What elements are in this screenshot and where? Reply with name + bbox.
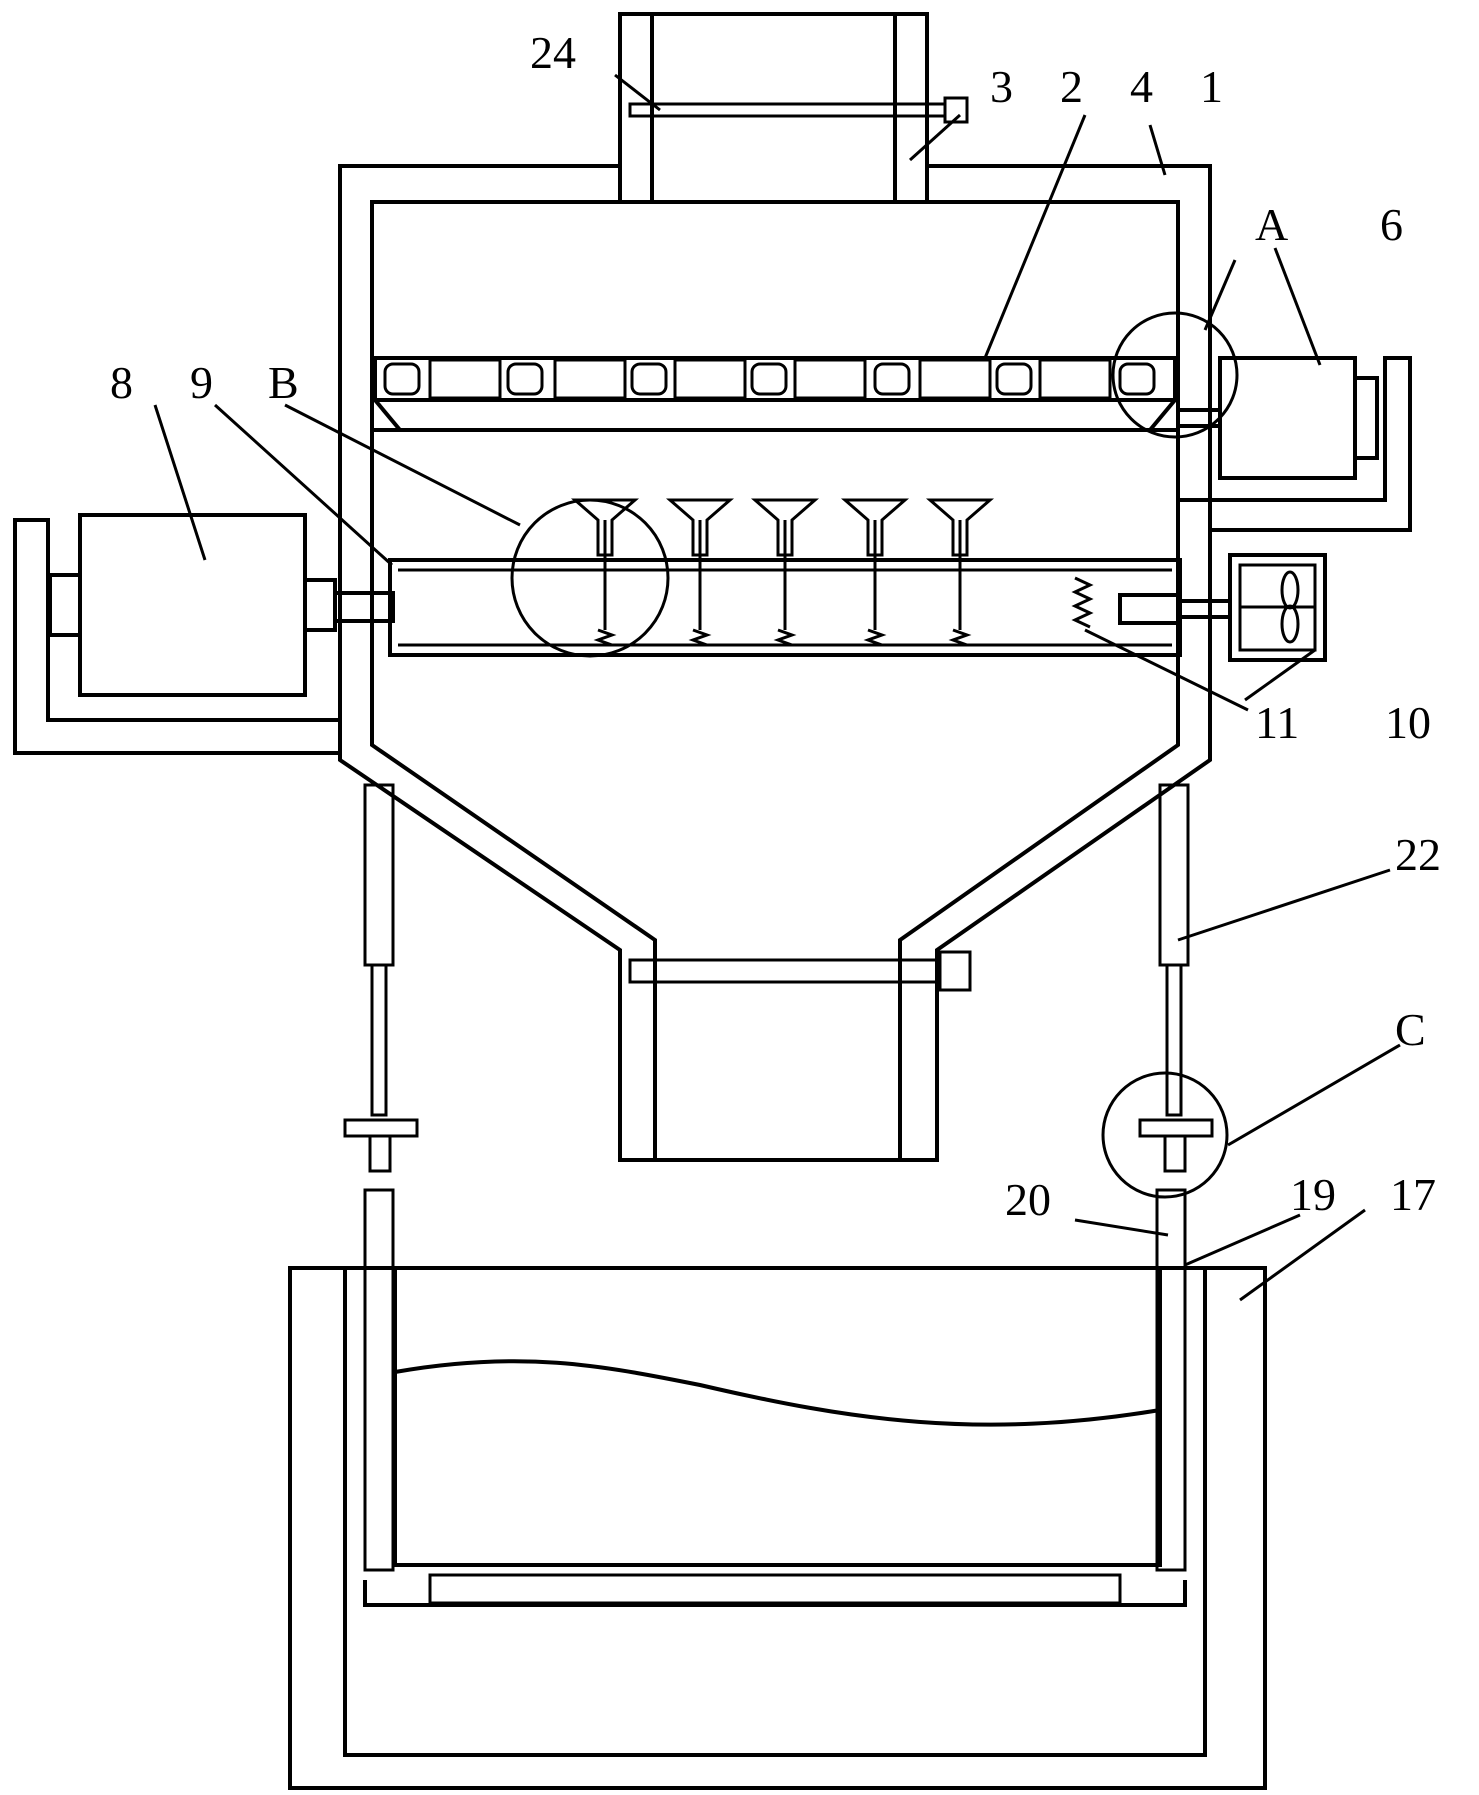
- filter-mesh: [363, 1188, 1187, 1605]
- main-housing: [338, 164, 1212, 1162]
- label-8: 8: [110, 357, 133, 408]
- label-3: 3: [990, 61, 1013, 112]
- label-4: 4: [1130, 61, 1153, 112]
- crushing-blades: [570, 498, 995, 647]
- label-9: 9: [190, 357, 213, 408]
- leader-lines: [153, 73, 1401, 1302]
- feed-hopper: [618, 12, 929, 204]
- label-10: 10: [1385, 697, 1431, 748]
- screen-conveyor: [372, 356, 1178, 432]
- water-tank: [288, 1266, 1267, 1790]
- label-b: B: [268, 357, 299, 408]
- label-a: A: [1255, 199, 1288, 250]
- label-1: 1: [1200, 61, 1223, 112]
- label-c: C: [1395, 1004, 1426, 1055]
- label-22: 22: [1395, 829, 1441, 880]
- label-2: 2: [1060, 61, 1083, 112]
- discharge-valve: [628, 950, 972, 992]
- motor-6: [1176, 356, 1412, 532]
- label-20: 20: [1005, 1174, 1051, 1225]
- detail-circle-c: [1101, 1071, 1229, 1199]
- feed-valve: [628, 96, 969, 124]
- label-19: 19: [1290, 1169, 1336, 1220]
- support-legs: [343, 783, 1214, 1173]
- label-24: 24: [530, 27, 576, 78]
- fan-unit: [1228, 553, 1327, 662]
- detail-circle-a: [1111, 311, 1239, 439]
- label-11: 11: [1255, 697, 1299, 748]
- label-17: 17: [1390, 1169, 1436, 1220]
- label-6: 6: [1380, 199, 1403, 250]
- part-labels: 24 3 2 4 1 A 6 8 9 B 11 10 22 C 20 19 17: [110, 27, 1441, 1225]
- motor-8: [13, 513, 395, 755]
- detail-circle-b: [510, 498, 670, 658]
